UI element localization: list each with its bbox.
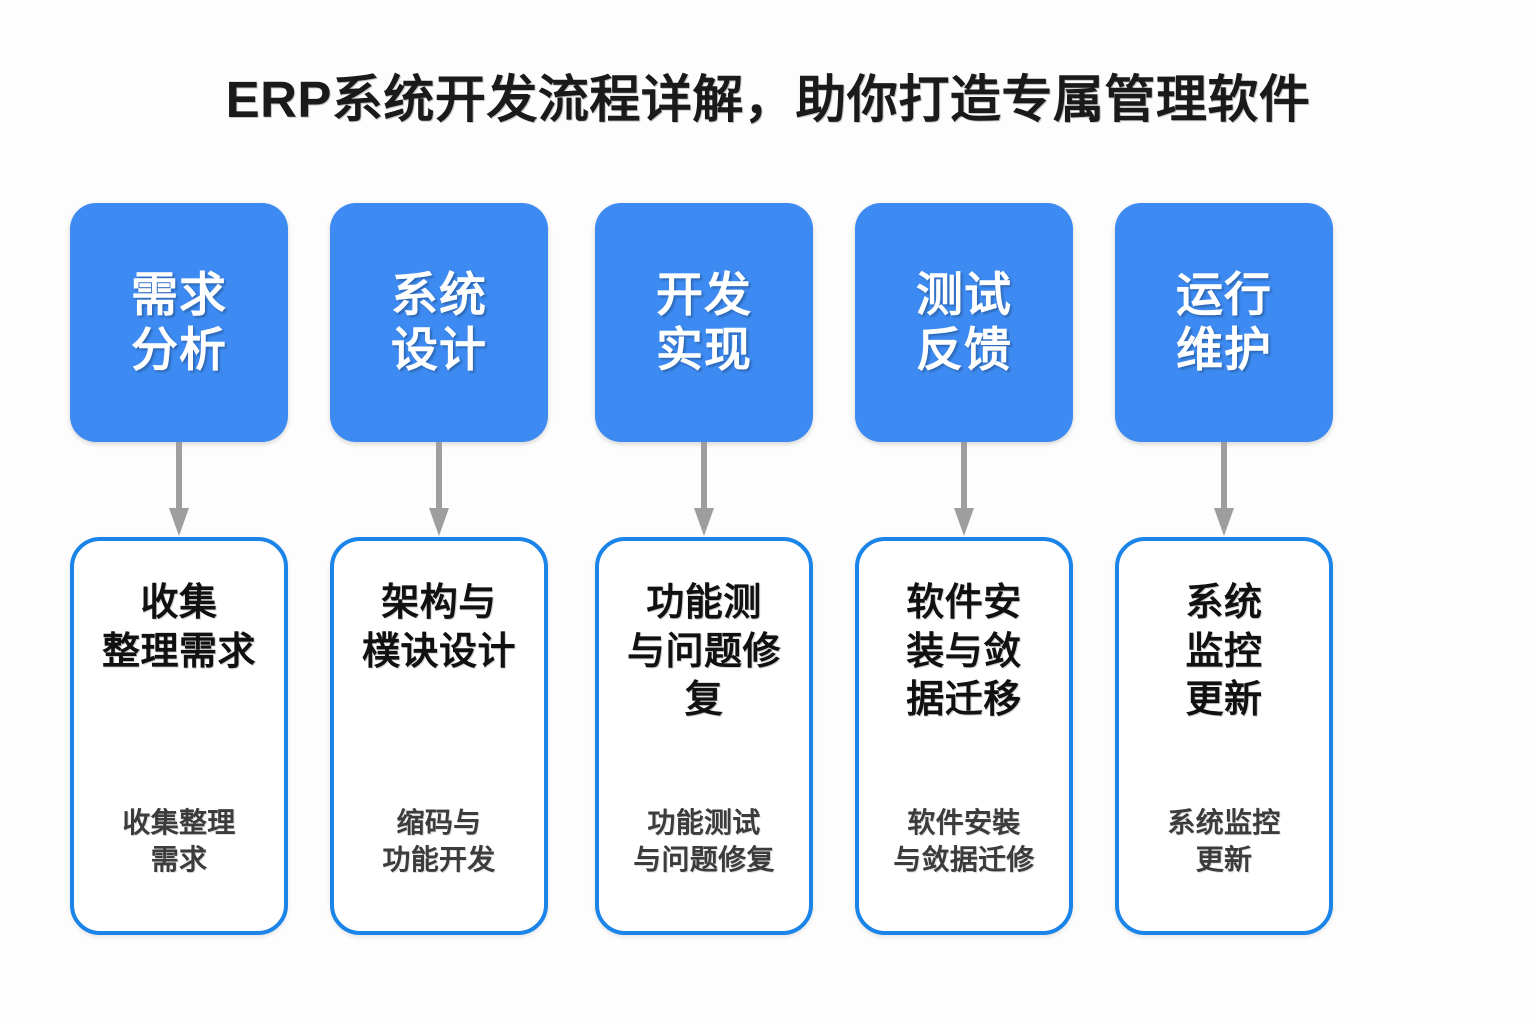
- stage-label-line1: 需求: [131, 267, 227, 321]
- detail-box-3[interactable]: 功能测 与问题修 复 功能测试 与问题修复: [595, 537, 813, 935]
- flow-step-3: 开发 实现 功能测 与问题修 复 功能测试 与问题修复: [595, 203, 813, 935]
- detail-main-text: 系统 监控 更新: [1185, 582, 1263, 722]
- detail-sub-text: 系统监控 更新: [1167, 807, 1281, 876]
- detail-sub-text: 功能测试 与问题修复: [633, 807, 775, 876]
- stage-box-1[interactable]: 需求 分析: [70, 203, 288, 442]
- arrow-head: [694, 508, 714, 536]
- flow-step-1: 需求 分析 收集 整理需求 收集整理 需求: [70, 203, 288, 935]
- stage-label-line2: 反馈: [916, 322, 1012, 376]
- down-arrow-icon: [694, 442, 714, 536]
- arrow-head: [954, 508, 974, 536]
- arrow-shaft: [176, 442, 182, 514]
- flow-step-4: 测试 反馈 软件安 装与敛 据迁移 软件安裝 与敛据迁修: [855, 203, 1073, 935]
- arrow-head: [169, 508, 189, 536]
- stage-label-line1: 开发: [656, 267, 752, 321]
- stage-box-4[interactable]: 测试 反馈: [855, 203, 1073, 442]
- stage-label-line2: 维护: [1176, 322, 1272, 376]
- down-arrow-icon: [169, 442, 189, 536]
- down-arrow-icon: [1214, 442, 1234, 536]
- detail-sub-text: 软件安裝 与敛据迁修: [893, 807, 1035, 876]
- detail-sub-text: 收集整理 需求: [122, 807, 236, 876]
- page-title: ERP系统开发流程详解，助你打造专属管理软件: [225, 71, 1311, 128]
- arrow-shaft: [1221, 442, 1227, 514]
- detail-box-2[interactable]: 架构与 樸诀设计 缩码与 功能开发: [330, 537, 548, 935]
- stage-box-5[interactable]: 运行 维护: [1115, 203, 1333, 442]
- flow-step-5: 运行 维护 系统 监控 更新 系统监控 更新: [1115, 203, 1333, 935]
- detail-main-text: 功能测 与问题修 复: [626, 582, 781, 722]
- arrow-shaft: [701, 442, 707, 514]
- stage-label-line2: 分析: [131, 322, 227, 376]
- arrow-shaft: [436, 442, 442, 514]
- stage-label-line2: 实现: [656, 322, 752, 376]
- detail-main-text: 架构与 樸诀设计: [361, 582, 516, 673]
- down-arrow-icon: [429, 442, 449, 536]
- stage-label-line1: 测试: [916, 267, 1012, 321]
- detail-box-4[interactable]: 软件安 装与敛 据迁移 软件安裝 与敛据迁修: [855, 537, 1073, 935]
- arrow-head: [1214, 508, 1234, 536]
- detail-sub-text: 缩码与 功能开发: [382, 807, 496, 876]
- flow-step-2: 系统 设计 架构与 樸诀设计 缩码与 功能开发: [330, 203, 548, 935]
- detail-box-1[interactable]: 收集 整理需求 收集整理 需求: [70, 537, 288, 935]
- down-arrow-icon: [954, 442, 974, 536]
- stage-box-3[interactable]: 开发 实现: [595, 203, 813, 442]
- stage-label-line2: 设计: [391, 322, 487, 376]
- stage-label-line1: 系统: [391, 267, 487, 321]
- arrow-shaft: [961, 442, 967, 514]
- arrow-head: [429, 508, 449, 536]
- detail-main-text: 软件安 装与敛 据迁移: [906, 582, 1022, 722]
- detail-box-5[interactable]: 系统 监控 更新 系统监控 更新: [1115, 537, 1333, 935]
- detail-main-text: 收集 整理需求: [101, 582, 256, 673]
- stage-label-line1: 运行: [1176, 267, 1272, 321]
- stage-box-2[interactable]: 系统 设计: [330, 203, 548, 442]
